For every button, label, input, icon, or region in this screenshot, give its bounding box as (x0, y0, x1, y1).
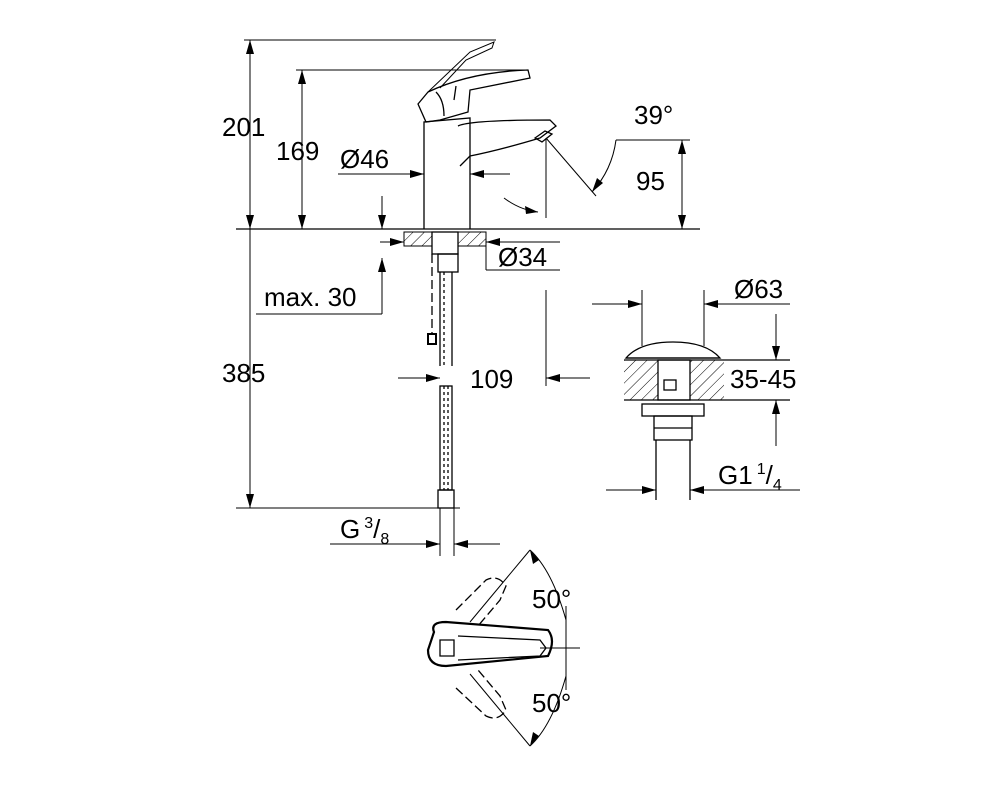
label-handle-height: 169 (276, 136, 319, 166)
dimension-lines (236, 39, 690, 556)
mounting-and-hoses (403, 231, 487, 509)
label-body-diameter: Ø46 (340, 144, 389, 174)
label-hole-diameter: Ø34 (498, 242, 547, 272)
label-spout-height: 95 (636, 166, 665, 196)
faucet-top-view (426, 549, 580, 747)
label-rotation-bottom: 50° (532, 688, 571, 718)
label-hose-length: 385 (222, 358, 265, 388)
label-rotation-top: 50° (532, 584, 571, 614)
drain-valve (592, 290, 800, 500)
label-max-thickness: max. 30 (264, 282, 357, 312)
label-reach: 109 (470, 364, 513, 394)
label-drain-diameter: Ø63 (734, 274, 783, 304)
label-total-height: 201 (222, 112, 265, 142)
label-drain-range: 35-45 (730, 364, 797, 394)
label-spout-angle: 39° (634, 100, 673, 130)
